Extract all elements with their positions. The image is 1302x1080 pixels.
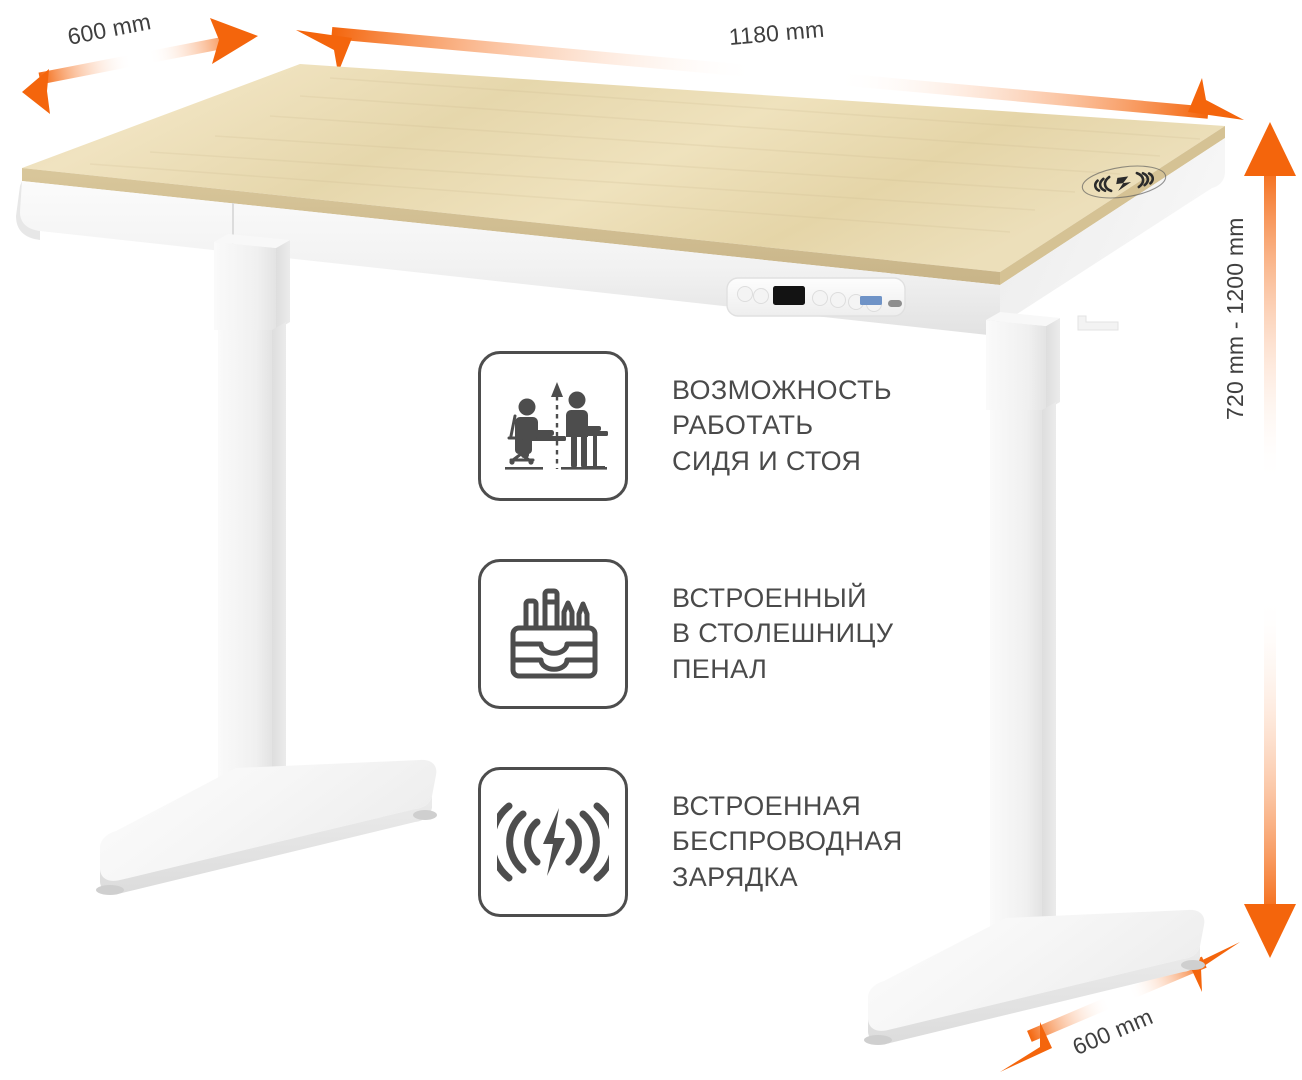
feature-icon-box bbox=[478, 559, 628, 709]
feature-item-pencil-case: ВСТРОЕННЫЙ В СТОЛЕШНИЦУ ПЕНАЛ bbox=[478, 558, 948, 710]
feature-label-line: СИДЯ И СТОЯ bbox=[672, 445, 862, 476]
desk-control-panel[interactable] bbox=[726, 277, 906, 317]
feature-item-sit-stand: ВОЗМОЖНОСТЬ РАБОТАТЬ СИДЯ И СТОЯ bbox=[478, 350, 948, 502]
feature-item-wireless-charging: ВСТРОЕННАЯ БЕСПРОВОДНАЯ ЗАРЯДКА bbox=[478, 766, 948, 918]
wireless-charging-icon bbox=[497, 802, 609, 882]
pencil-case-icon bbox=[510, 588, 598, 679]
sit-stand-icon bbox=[505, 382, 608, 470]
dimension-label-height-range: 720 mm - 1200 mm bbox=[1222, 217, 1248, 420]
desk-tabletop-edge bbox=[22, 168, 1000, 285]
desk-leg-right bbox=[864, 312, 1205, 1045]
feature-label: ВСТРОЕННЫЙ В СТОЛЕШНИЦУ ПЕНАЛ bbox=[672, 581, 893, 686]
feature-icon-box bbox=[478, 351, 628, 501]
feature-list: ВОЗМОЖНОСТЬ РАБОТАТЬ СИДЯ И СТОЯ bbox=[478, 350, 948, 974]
desk-apron-left-return bbox=[16, 181, 40, 240]
dimension-arrow-length bbox=[296, 27, 1244, 120]
preset-2 bbox=[830, 292, 846, 308]
feature-label-line: БЕСПРОВОДНАЯ bbox=[672, 826, 903, 857]
desk-foot-right bbox=[868, 909, 1205, 1031]
feature-icon-box bbox=[478, 767, 628, 917]
dimension-arrow-width bbox=[22, 18, 258, 114]
feature-label: ВОЗМОЖНОСТЬ РАБОТАТЬ СИДЯ И СТОЯ bbox=[672, 373, 892, 478]
feature-label-line: ВОЗМОЖНОСТЬ bbox=[672, 375, 892, 406]
usb-a-port bbox=[860, 296, 882, 305]
desk-leg-left bbox=[96, 234, 437, 895]
desk-apron-right-return bbox=[1000, 138, 1225, 325]
usb-c-port bbox=[888, 300, 902, 307]
feature-label-line: РАБОТАТЬ bbox=[672, 410, 814, 441]
down-button bbox=[753, 288, 769, 304]
desk-foot-left bbox=[100, 759, 437, 881]
feature-label-line: ПЕНАЛ bbox=[672, 653, 768, 684]
led-display bbox=[773, 286, 805, 305]
up-button bbox=[737, 286, 753, 302]
feature-label-line: ВСТРОЕННЫЙ bbox=[672, 583, 867, 614]
feature-label-line: ВСТРОЕННАЯ bbox=[672, 791, 862, 822]
wireless-charging-pad-marking bbox=[1081, 165, 1167, 199]
feature-label-line: В СТОЛЕШНИЦУ bbox=[672, 618, 894, 649]
desk bbox=[16, 64, 1225, 1045]
preset-1 bbox=[812, 290, 828, 306]
feature-label-line: ЗАРЯДКА bbox=[672, 861, 799, 892]
desk-tabletop-surface bbox=[22, 64, 1225, 272]
headphone-cable-hook bbox=[1077, 315, 1119, 331]
feature-label: ВСТРОЕННАЯ БЕСПРОВОДНАЯ ЗАРЯДКА bbox=[672, 789, 903, 894]
dimension-arrow-height bbox=[1244, 122, 1296, 958]
